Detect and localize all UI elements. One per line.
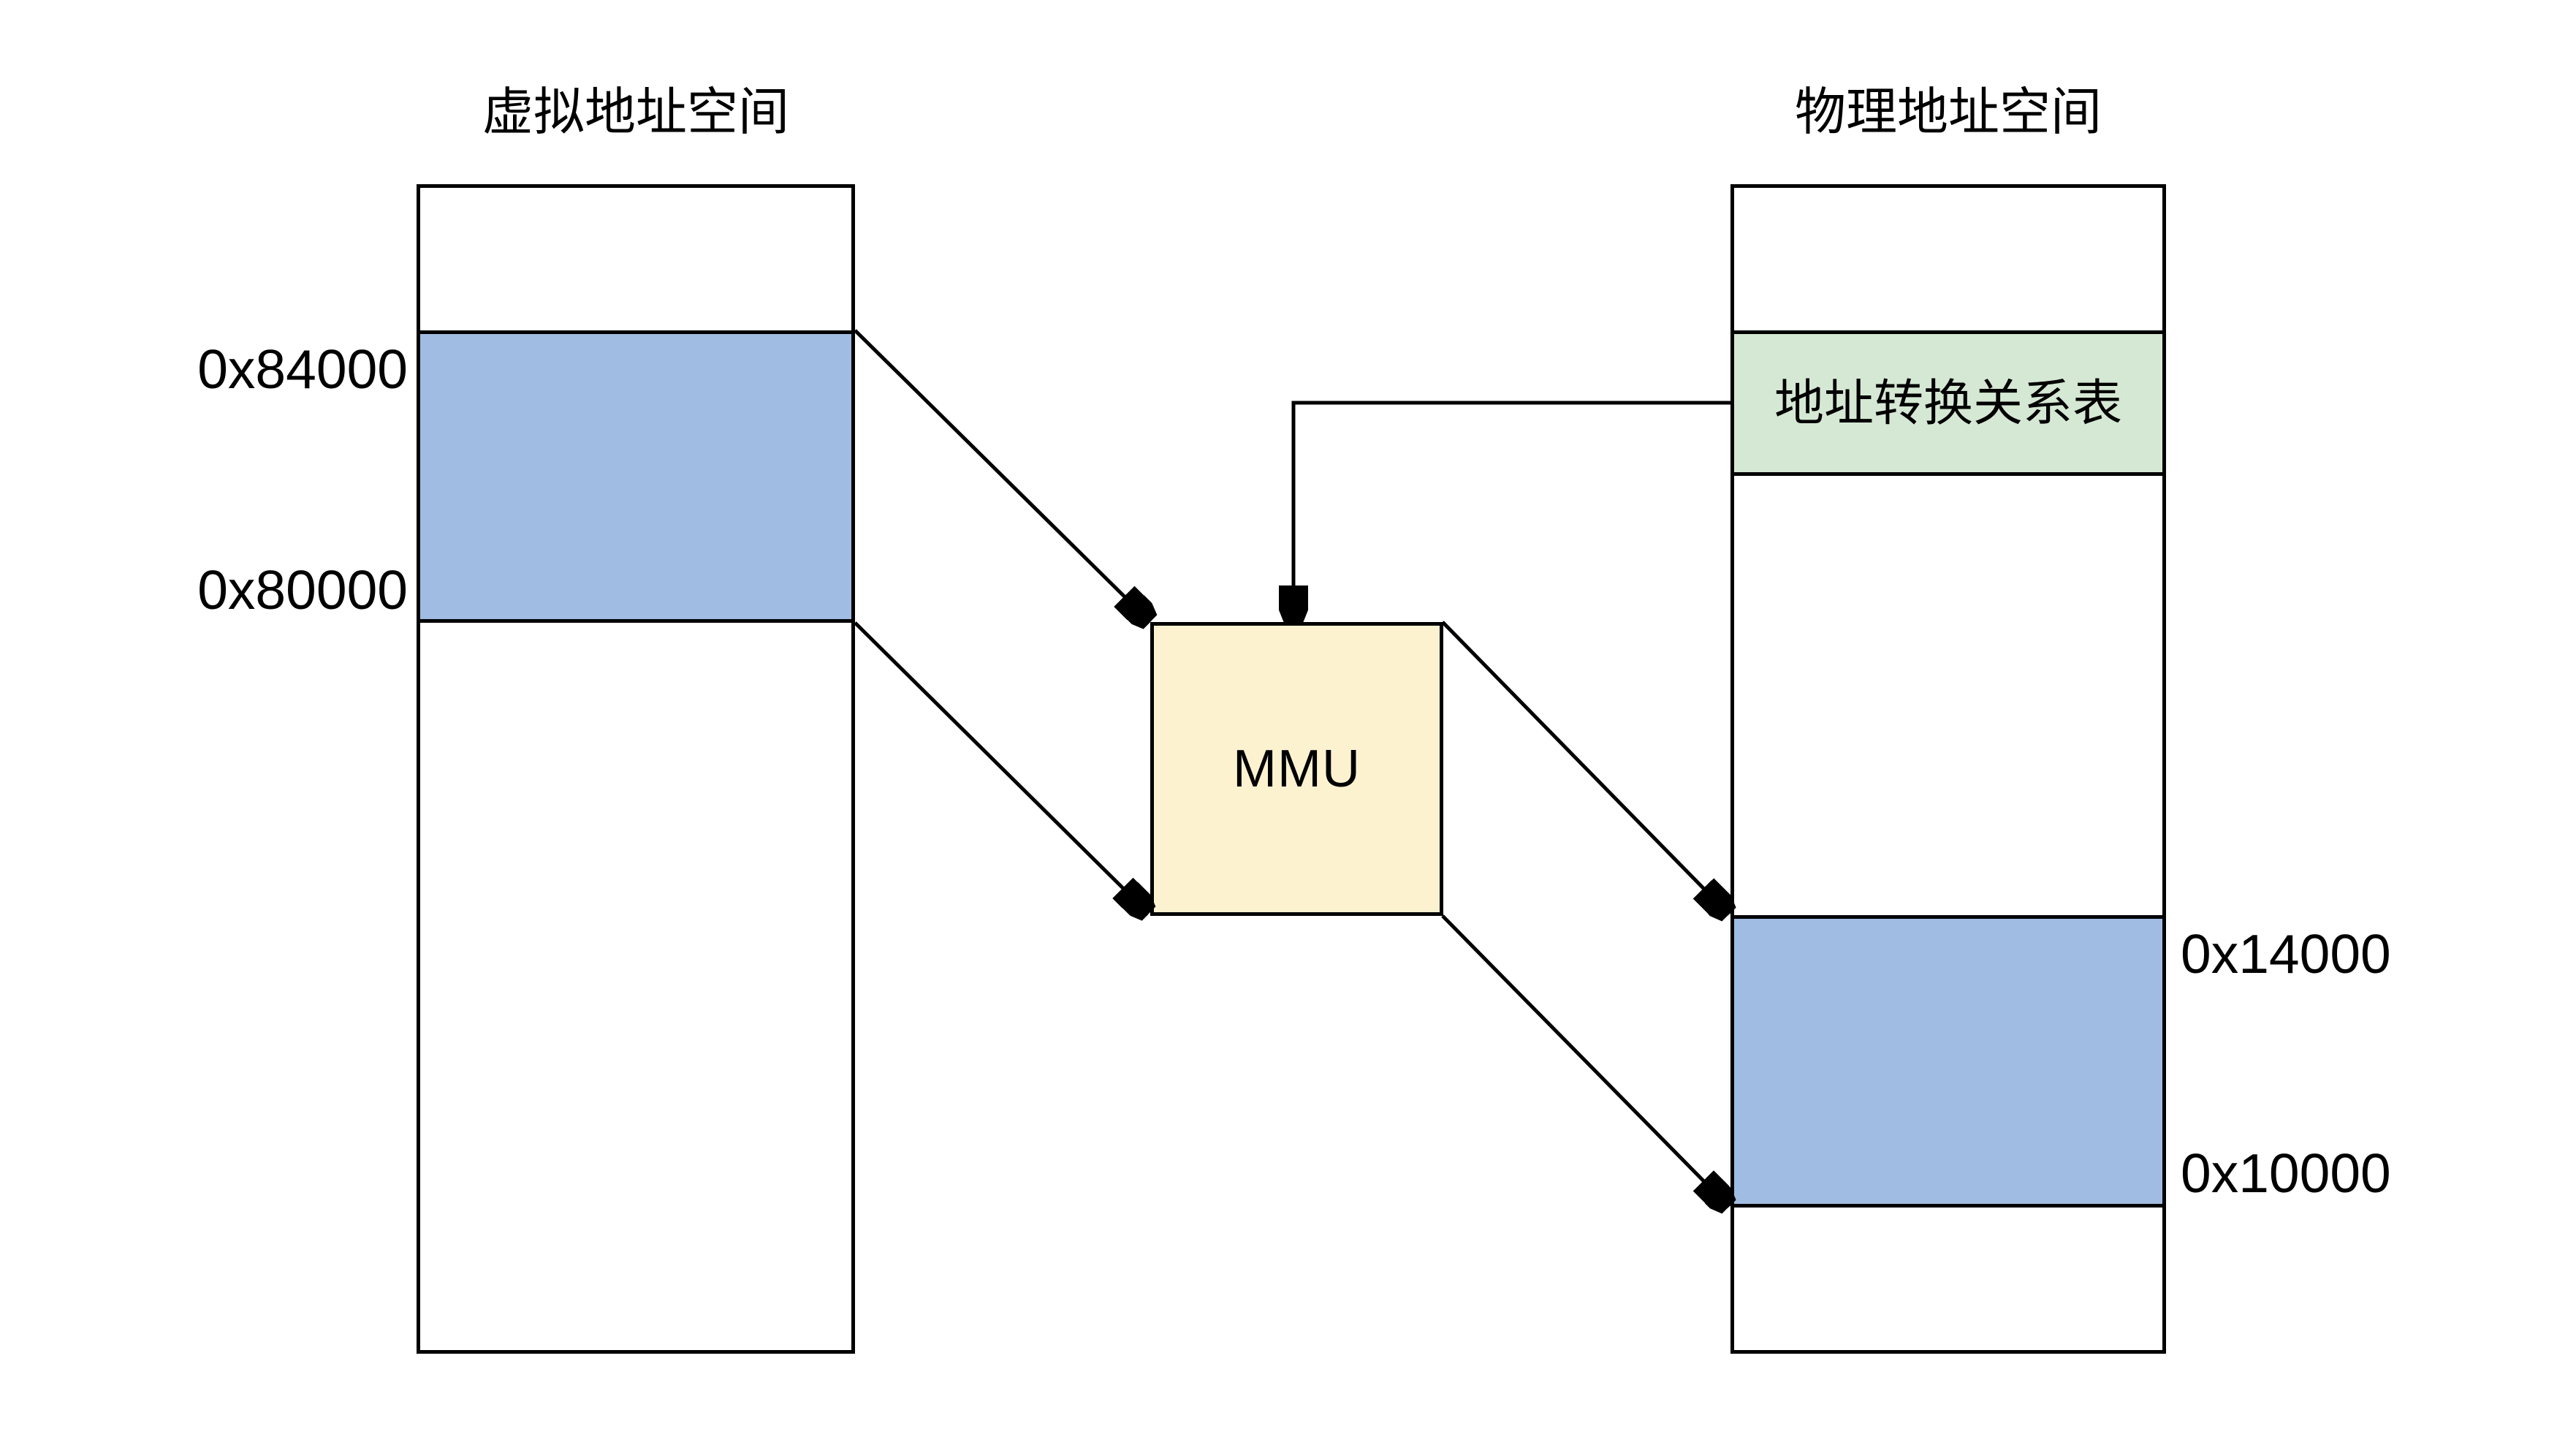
physical-mapped-region <box>1730 915 2166 1208</box>
virtual-address-space-title: 虚拟地址空间 <box>482 83 789 140</box>
arrow-mmu-to-physical-top <box>1441 621 1729 914</box>
mmu-label: MMU <box>1233 740 1361 798</box>
arrow-virtual-bottom-to-mmu <box>854 621 1149 914</box>
arrow-virtual-top-to-mmu <box>854 329 1150 622</box>
virtual-region-bottom-address: 0x80000 <box>197 559 408 621</box>
mmu-box: MMU <box>1150 622 1443 916</box>
translation-table-label: 地址转换关系表 <box>1774 375 2122 431</box>
physical-address-space-title: 物理地址空间 <box>1795 83 2102 140</box>
arrow-mmu-to-physical-bottom <box>1441 914 1729 1207</box>
arrow-translation-table-to-mmu <box>1293 401 1730 622</box>
physical-region-top-address: 0x14000 <box>2181 923 2391 985</box>
translation-table-region: 地址转换关系表 <box>1730 330 2166 476</box>
physical-region-bottom-address: 0x10000 <box>2181 1142 2391 1204</box>
virtual-mapped-region <box>417 330 855 623</box>
virtual-region-top-address: 0x84000 <box>197 338 408 400</box>
